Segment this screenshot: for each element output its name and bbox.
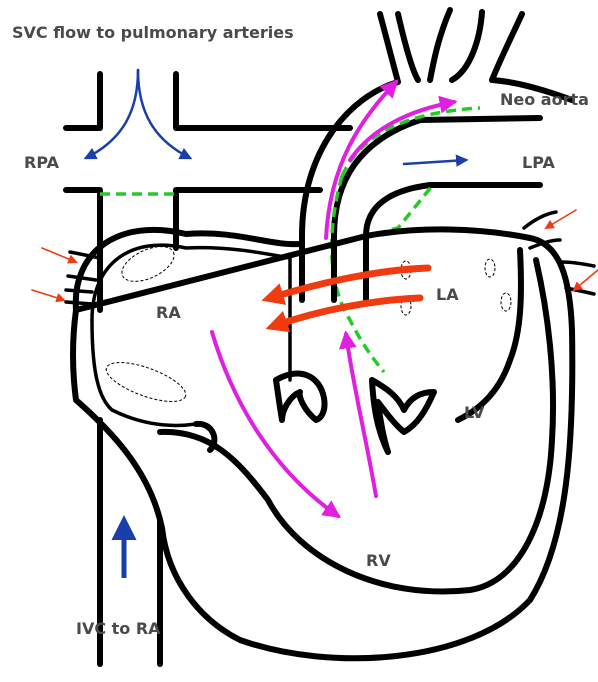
neo-aorta-vessel bbox=[302, 10, 572, 236]
label-rpa: RPA bbox=[24, 153, 60, 172]
label-svc: SVC flow to pulmonary arteries bbox=[12, 23, 294, 42]
lpa-flow-arrow bbox=[404, 160, 466, 164]
dotted-ovals bbox=[102, 239, 511, 409]
label-ra: RA bbox=[156, 303, 181, 322]
label-lpa: LPA bbox=[522, 153, 555, 172]
label-ivc: IVC to RA bbox=[76, 619, 161, 638]
label-la: LA bbox=[436, 285, 459, 304]
label-neo-aorta: Neo aorta bbox=[500, 90, 589, 109]
label-rv: RV bbox=[366, 551, 391, 570]
heart-outline bbox=[73, 229, 572, 664]
label-lv: LV bbox=[464, 403, 485, 422]
